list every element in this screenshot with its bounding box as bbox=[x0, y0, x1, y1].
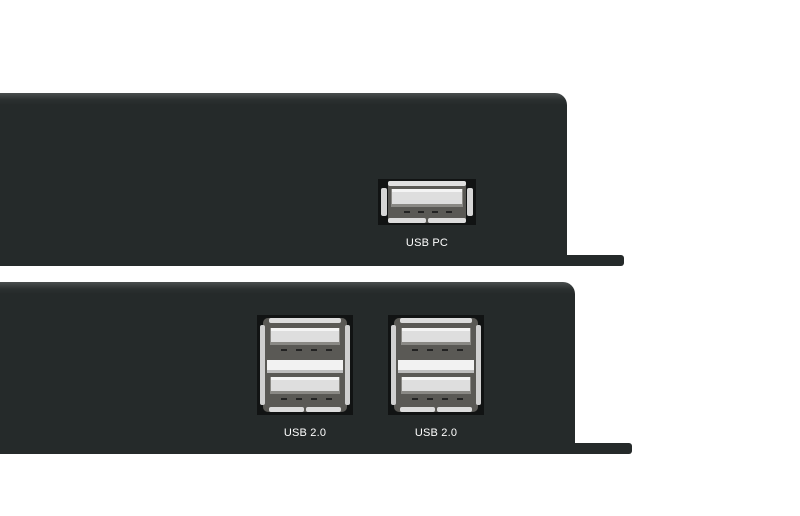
usb-2-0-dual-port-2-icon[interactable] bbox=[388, 315, 484, 415]
usb-2-0-label-2: USB 2.0 bbox=[414, 427, 458, 439]
usb-2-0-dual-port-1-icon[interactable] bbox=[257, 315, 353, 415]
top-device-panel bbox=[0, 93, 567, 266]
bottom-panel-flange bbox=[568, 443, 632, 454]
usb-pc-label: USB PC bbox=[405, 237, 449, 249]
usb-2-0-label-1: USB 2.0 bbox=[283, 427, 327, 439]
usb-pc-port-icon[interactable] bbox=[378, 179, 476, 225]
top-panel-flange bbox=[560, 255, 624, 266]
